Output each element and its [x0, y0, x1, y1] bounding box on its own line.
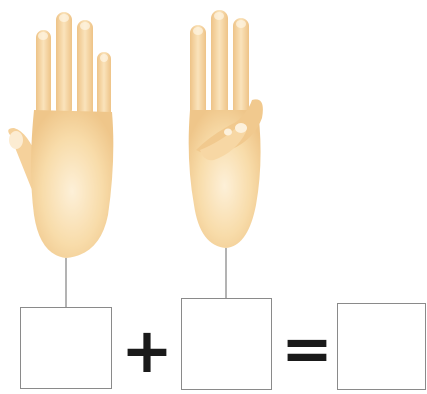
- plus-sign: +: [121, 320, 171, 382]
- open-hand-icon: [8, 12, 113, 258]
- answer-box-second-addend[interactable]: [181, 298, 272, 390]
- equals-sign: =: [280, 318, 334, 380]
- answer-box-sum[interactable]: [337, 303, 426, 390]
- three-fingers-hand-icon: [189, 10, 263, 248]
- answer-box-first-addend[interactable]: [20, 307, 112, 389]
